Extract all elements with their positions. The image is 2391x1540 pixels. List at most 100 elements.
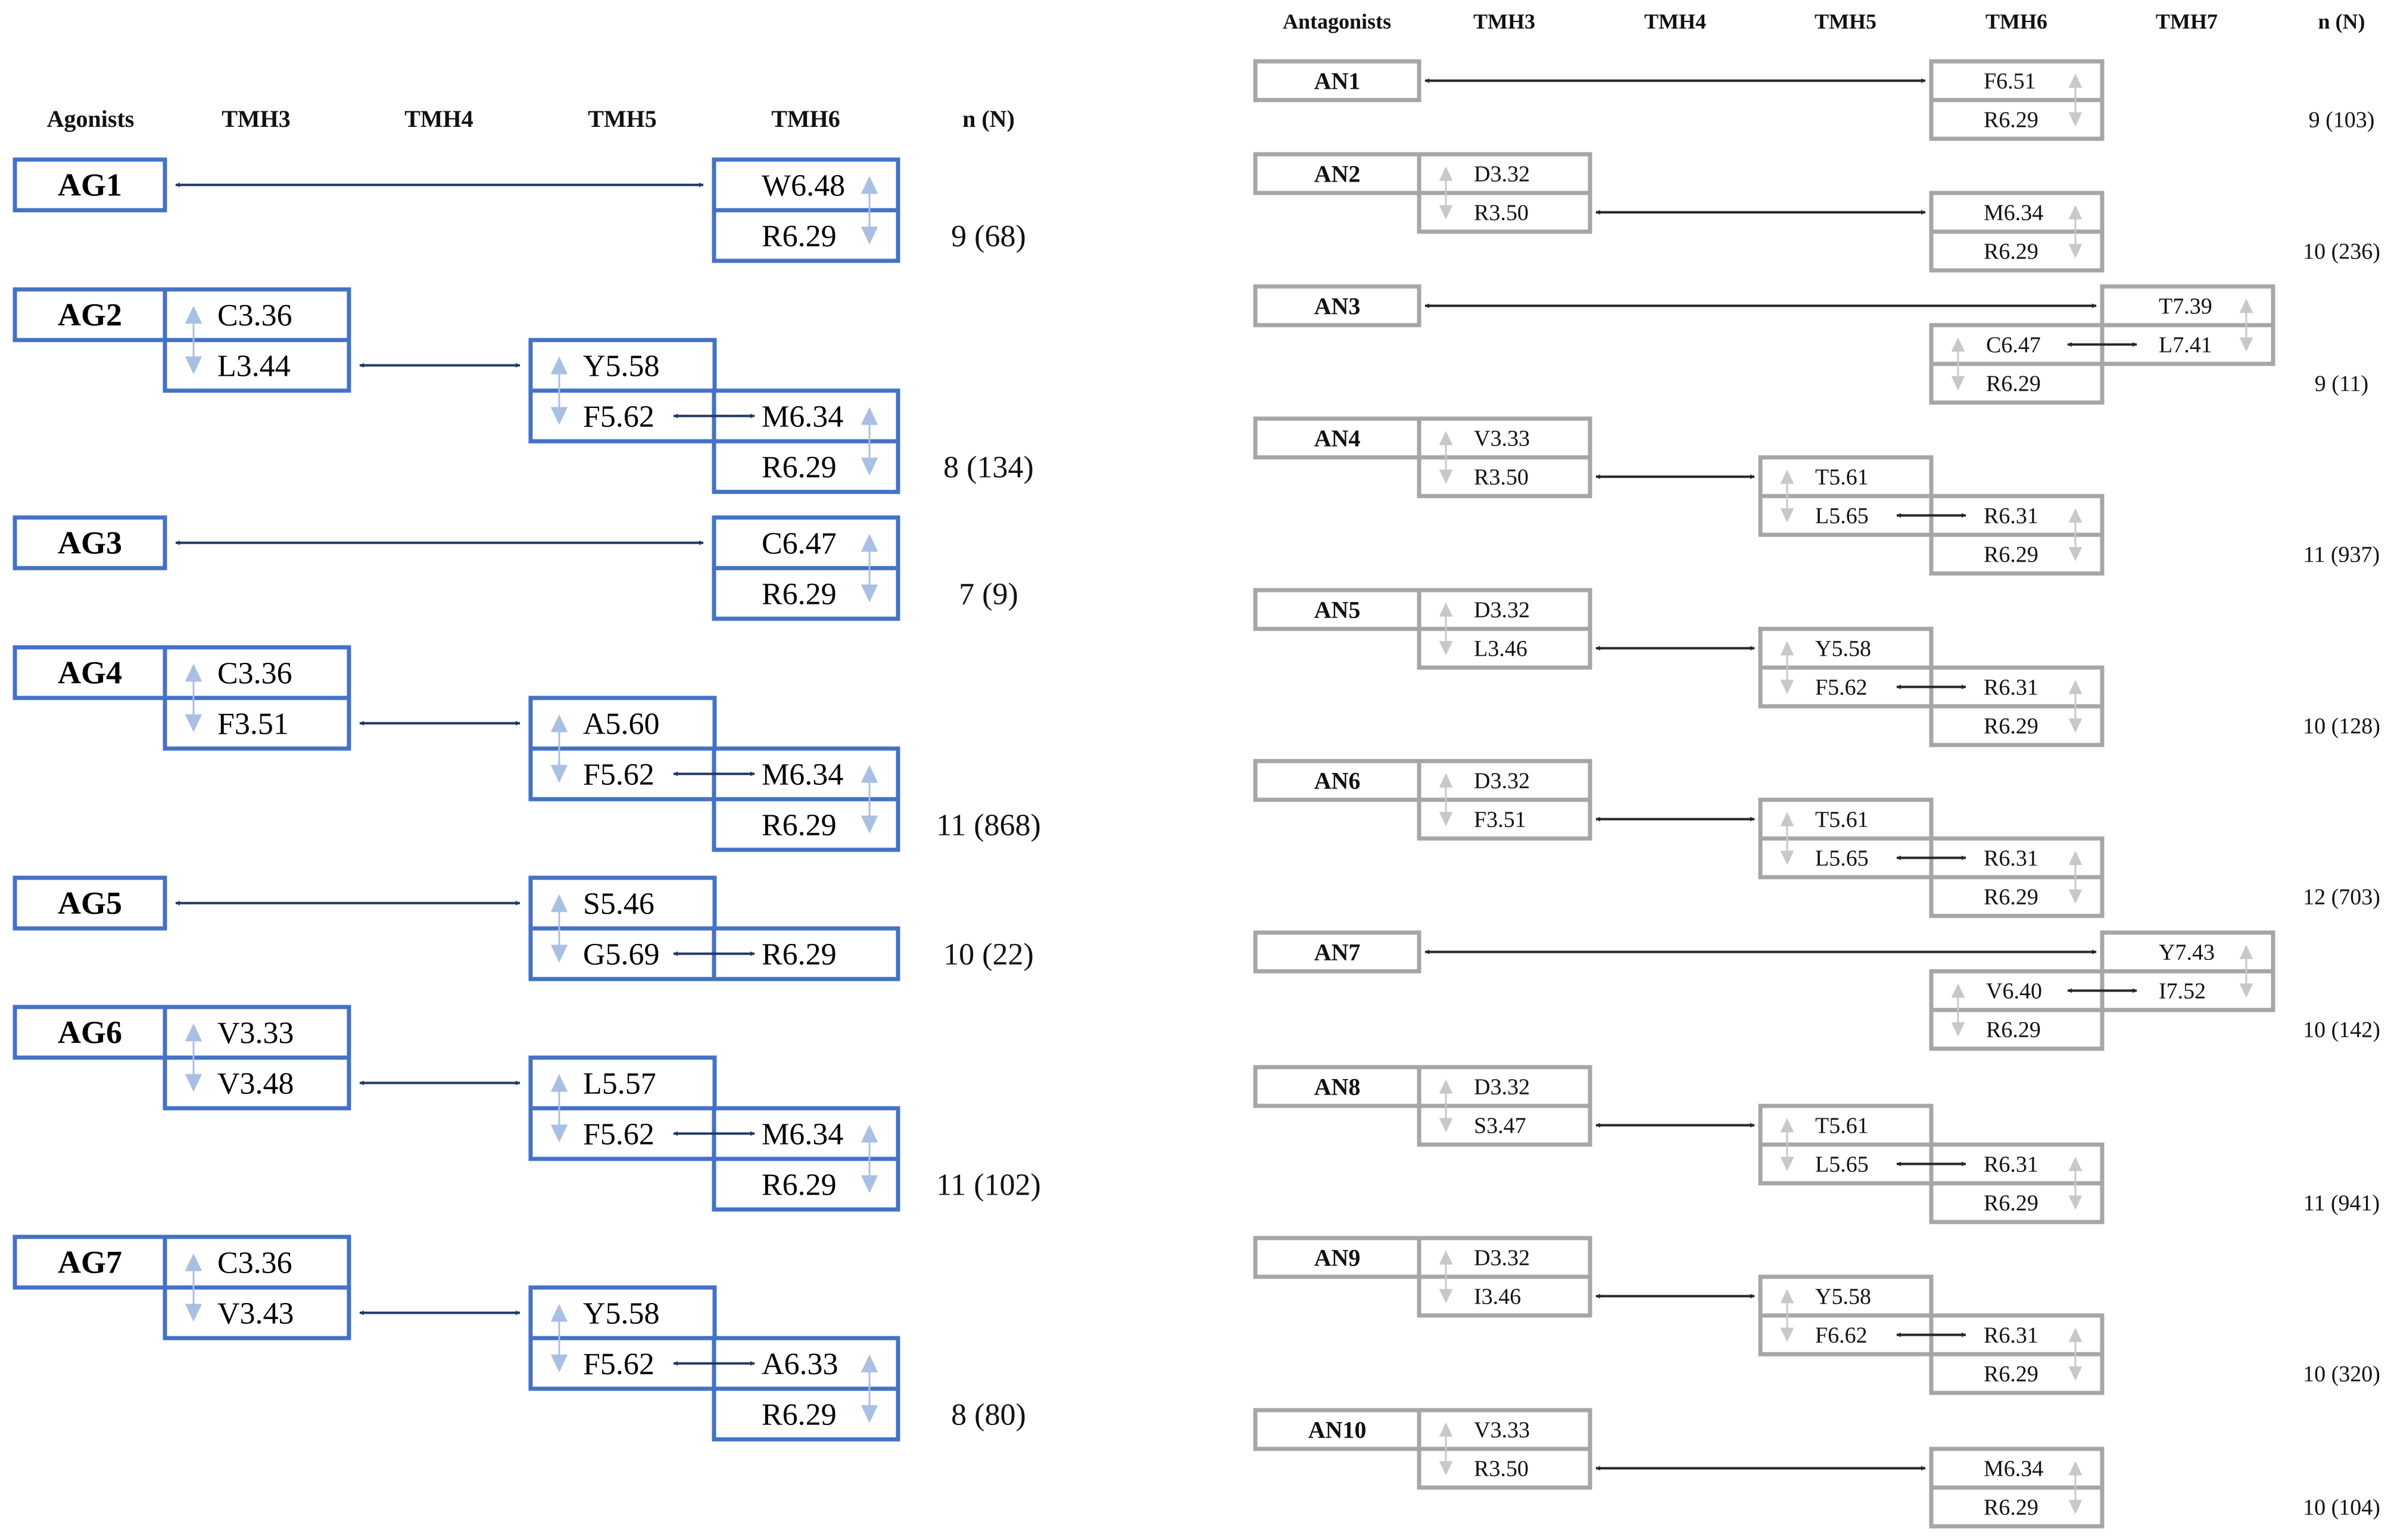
- tmh3-residue-box: [1417, 759, 1592, 802]
- tmh6-residue-label: R6.29: [1984, 714, 2038, 739]
- antagonist-count: 11 (937): [2303, 543, 2380, 568]
- tmh6-residue-label: M6.34: [762, 400, 843, 434]
- agonist-id-box: [13, 875, 167, 931]
- tmh6-residue-label: R6.31: [1984, 846, 2038, 871]
- antagonist-count: 9 (11): [2315, 372, 2368, 397]
- agonist-count: 8 (134): [943, 451, 1034, 485]
- tmh6-up-arrow-icon: [861, 1354, 878, 1373]
- antagonist-id: AN4: [1314, 425, 1361, 452]
- tmh5-residue-box: [528, 1055, 717, 1111]
- tmh3-residue-label: L3.46: [1474, 637, 1528, 662]
- antagonist-count: 10 (236): [2303, 239, 2380, 264]
- antagonist-count: 11 (941): [2303, 1191, 2380, 1216]
- tmh5-residue-label: Y5.58: [583, 350, 660, 384]
- tmh6-down-arrow-icon: [2068, 244, 2083, 258]
- tmh5-residue-label: Y5.58: [1815, 1285, 1871, 1310]
- tmh3-up-arrow-icon: [185, 305, 202, 324]
- antagonist-header-group: Antagonists: [1283, 10, 1391, 33]
- tmh3-up-arrow-icon: [185, 1023, 202, 1042]
- tmh5-down-arrow-icon: [550, 1354, 568, 1373]
- tmh6-down-arrow-icon: [2068, 1500, 2083, 1514]
- agonist-id-box: [13, 645, 167, 700]
- tmh6-up-arrow-icon: [2068, 205, 2083, 220]
- tmh5-up-arrow-icon: [1780, 1289, 1794, 1304]
- tmh6-up-arrow-icon: [861, 765, 878, 783]
- tmh5-down-arrow-icon: [550, 765, 568, 783]
- tmh6-down-arrow-icon: [1951, 376, 1965, 391]
- agonist-header-tmh5: TMH5: [588, 105, 657, 132]
- tmh6-down-arrow-icon: [861, 1175, 878, 1193]
- tmh5-down-arrow-icon: [1780, 1156, 1794, 1171]
- tmh6-residue-label: R6.29: [762, 1398, 837, 1432]
- tmh5-residue-label: A5.60: [583, 707, 660, 741]
- tmh3-residue-label: F3.51: [217, 707, 289, 741]
- tmh3-down-arrow-icon: [185, 1304, 202, 1322]
- tmh3-up-arrow-icon: [185, 663, 202, 682]
- antagonist-id-box: [1253, 1236, 1421, 1279]
- tmh6-residue-label: V6.40: [1986, 979, 2042, 1004]
- tmh5-down-arrow-icon: [550, 407, 568, 425]
- antagonist-count: 9 (103): [2309, 108, 2375, 133]
- agonist-id: AG2: [58, 297, 122, 333]
- antagonist-id: AN8: [1314, 1074, 1361, 1101]
- agonist-id: AG6: [58, 1015, 122, 1050]
- tmh5-residue-label: L5.65: [1815, 1152, 1869, 1177]
- tmh5-residue-label: F6.62: [1815, 1323, 1868, 1348]
- tmh6-up-arrow-icon: [1951, 337, 1965, 352]
- tmh6-down-arrow-icon: [2068, 889, 2083, 904]
- tmh5-up-arrow-icon: [550, 714, 568, 732]
- tmh3-residue-label: L3.44: [217, 350, 291, 384]
- tmh6-residue-label: F6.51: [1984, 69, 2036, 94]
- tmh5-down-arrow-icon: [1780, 1327, 1794, 1342]
- tmh3-residue-label: C3.36: [217, 1246, 292, 1280]
- tmh5-up-arrow-icon: [550, 894, 568, 912]
- tmh3-up-arrow-icon: [1439, 602, 1453, 617]
- tmh6-residue-label: M6.34: [762, 1118, 843, 1152]
- tmh6-residue-label: R6.29: [762, 578, 837, 612]
- antagonist-header-tmh5: TMH5: [1815, 10, 1876, 33]
- agonist-id: AG3: [58, 525, 122, 561]
- tmh6-residue-label: R6.29: [762, 220, 837, 254]
- antagonist-header-tmh6: TMH6: [1985, 10, 2047, 33]
- antagonist-id: AN7: [1314, 939, 1361, 966]
- agonist-header-tmh6: TMH6: [771, 105, 840, 132]
- tmh5-residue-label: T5.61: [1815, 465, 1869, 490]
- tmh5-residue-label: G5.69: [583, 938, 660, 972]
- tmh3-down-arrow-icon: [1439, 1289, 1453, 1304]
- tmh5-residue-label: Y5.58: [583, 1297, 660, 1331]
- antagonist-count: 10 (128): [2303, 714, 2380, 739]
- tmh5-up-arrow-icon: [1780, 641, 1794, 656]
- tmh5-residue-label: L5.57: [583, 1067, 656, 1101]
- tmh6-up-arrow-icon: [2068, 850, 2083, 865]
- tmh6-residue-label: R6.29: [762, 938, 837, 972]
- tmh3-up-arrow-icon: [1439, 1422, 1453, 1437]
- tmh6-residue-label: M6.34: [762, 758, 843, 792]
- tmh6-up-arrow-icon: [2068, 1327, 2083, 1342]
- antagonist-id-box: [1253, 59, 1421, 102]
- tmh6-down-arrow-icon: [861, 1405, 878, 1423]
- tmh6-residue-label: R6.31: [1984, 675, 2038, 700]
- tmh6-residue-label: R6.29: [1984, 885, 2038, 910]
- agonist-id-box: [13, 287, 167, 342]
- tmh6-down-arrow-icon: [2068, 112, 2083, 127]
- tmh6-residue-label: R6.29: [762, 1168, 837, 1202]
- agonist-id: AG1: [58, 167, 122, 203]
- tmh6-residue-label: R6.29: [1984, 1495, 2038, 1520]
- tmh3-down-arrow-icon: [1439, 205, 1453, 220]
- tmh6-residue-label: A6.33: [762, 1348, 838, 1382]
- tmh5-up-arrow-icon: [550, 1074, 568, 1092]
- tmh6-up-arrow-icon: [861, 1124, 878, 1143]
- agonist-count: 7 (9): [959, 578, 1018, 612]
- tmh5-residue-label: F5.62: [583, 758, 654, 792]
- tmh3-down-arrow-icon: [1439, 469, 1453, 484]
